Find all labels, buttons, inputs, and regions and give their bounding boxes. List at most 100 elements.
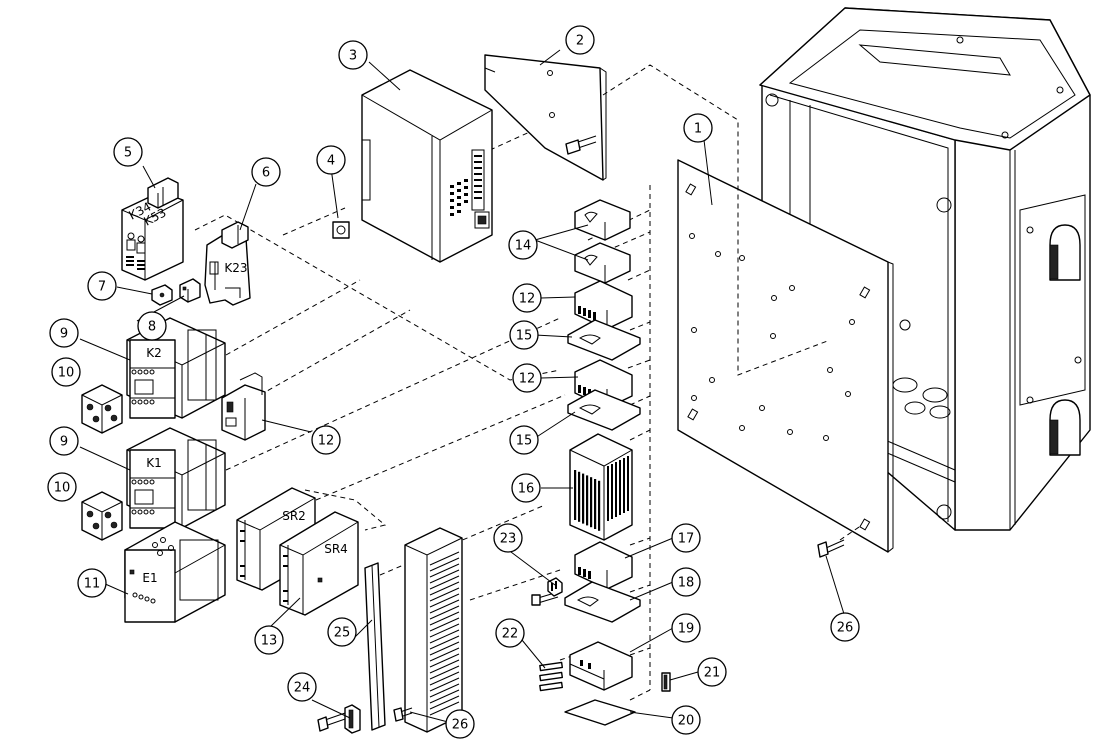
balloon-number: 11	[84, 577, 101, 592]
balloon-b5: 5	[113, 137, 143, 167]
balloon-number: 17	[678, 532, 695, 547]
balloon-number: 15	[516, 434, 533, 449]
label-k2: K2	[146, 346, 162, 360]
balloon-b24: 24	[287, 672, 317, 702]
balloon-b7: 7	[87, 271, 117, 301]
balloon-b19: 19	[671, 613, 701, 643]
end-plate-15-lower	[567, 389, 641, 431]
balloon-b9a: 9	[49, 318, 79, 348]
fuses-22	[539, 661, 564, 692]
balloon-b6: 6	[251, 157, 281, 187]
balloon-number: 3	[349, 49, 357, 64]
terminal-group-12-upper	[574, 280, 633, 330]
screw-26-duct	[393, 707, 413, 722]
balloon-b4: 4	[316, 145, 346, 175]
balloon-number: 12	[519, 372, 536, 387]
item-balloons: 1234567899101011121212131415151617181920…	[47, 25, 860, 739]
balloon-number: 18	[678, 576, 695, 591]
relay-k34-k53: K34 K53	[121, 177, 184, 281]
balloon-number: 8	[148, 320, 156, 335]
balloon-b2: 2	[565, 25, 595, 55]
balloon-b26a: 26	[445, 709, 475, 739]
leader-lines	[79, 49, 845, 723]
balloon-b13: 13	[254, 625, 284, 655]
square-nut	[332, 221, 350, 239]
balloon-b12c: 12	[311, 425, 341, 455]
balloon-b23: 23	[493, 523, 523, 553]
module-e1: E1	[124, 521, 226, 623]
balloon-b12b: 12	[512, 363, 542, 393]
balloon-b10b: 10	[47, 472, 77, 502]
balloon-b15b: 15	[509, 425, 539, 455]
balloon-b14: 14	[508, 230, 538, 260]
cover-plate	[484, 54, 607, 181]
balloon-number: 2	[576, 34, 584, 49]
cover-screw	[565, 135, 597, 155]
balloon-number: 25	[334, 626, 351, 641]
balloon-number: 6	[262, 166, 270, 181]
aux-contact-block-lower	[81, 491, 123, 541]
balloon-number: 12	[519, 292, 536, 307]
wiring-duct	[404, 527, 463, 733]
balloon-number: 26	[452, 718, 469, 733]
balloon-b17: 17	[671, 523, 701, 553]
terminal-block-12	[221, 372, 266, 441]
balloon-b16: 16	[511, 473, 541, 503]
balloon-b26b: 26	[830, 612, 860, 642]
balloon-number: 13	[261, 634, 278, 649]
contactor-k1: K1	[126, 427, 226, 529]
label-k1: K1	[146, 456, 162, 470]
safety-relay-sr4: SR4	[279, 511, 359, 616]
balloon-number: 5	[124, 146, 132, 161]
balloon-number: 1	[694, 122, 702, 137]
balloon-number: 21	[704, 666, 721, 681]
balloon-b11: 11	[77, 568, 107, 598]
aux-contact-block-upper	[81, 384, 123, 434]
balloon-number: 23	[500, 532, 517, 547]
end-stop	[151, 284, 173, 306]
balloon-number: 9	[60, 435, 68, 450]
screw-26-plate	[817, 539, 845, 558]
mounting-screw-24	[317, 704, 361, 734]
screw-nut-23	[531, 577, 563, 606]
balloon-number: 15	[516, 329, 533, 344]
end-plate-20	[564, 699, 636, 726]
label-e1: E1	[142, 571, 157, 585]
jumper-bridge	[179, 278, 201, 303]
balloon-number: 10	[58, 366, 75, 381]
terminal-bank-16	[569, 433, 633, 541]
balloon-b12a: 12	[512, 283, 542, 313]
terminal-end-plates-14	[574, 199, 631, 284]
balloon-number: 9	[60, 327, 68, 342]
end-clamp-21	[661, 672, 671, 692]
balloon-b3: 3	[338, 40, 368, 70]
balloon-b20: 20	[671, 705, 701, 735]
balloon-number: 12	[318, 434, 335, 449]
balloon-number: 10	[54, 481, 71, 496]
end-plate-15-upper	[567, 319, 641, 361]
balloon-number: 20	[678, 714, 695, 729]
label-sr4: SR4	[324, 542, 348, 556]
label-sr2: SR2	[282, 509, 306, 523]
mounting-plate	[677, 159, 894, 553]
balloon-b25: 25	[327, 617, 357, 647]
balloon-number: 14	[515, 239, 532, 254]
balloon-b15a: 15	[509, 320, 539, 350]
balloon-number: 26	[837, 621, 854, 636]
balloon-number: 24	[294, 681, 311, 696]
balloon-b1: 1	[683, 113, 713, 143]
balloon-number: 4	[327, 154, 335, 169]
balloon-b21: 21	[697, 657, 727, 687]
balloon-number: 16	[518, 482, 535, 497]
terminal-group-17	[574, 541, 633, 590]
fuse-terminal-19	[569, 641, 633, 691]
cover-strip	[364, 562, 386, 731]
balloon-b22: 22	[495, 618, 525, 648]
balloon-b18: 18	[671, 567, 701, 597]
relay-socket-k23: K23	[204, 221, 251, 306]
contactor-k2: K2	[126, 317, 226, 419]
control-module	[361, 69, 493, 263]
balloon-b8: 8	[137, 311, 167, 341]
balloon-number: 7	[98, 280, 106, 295]
